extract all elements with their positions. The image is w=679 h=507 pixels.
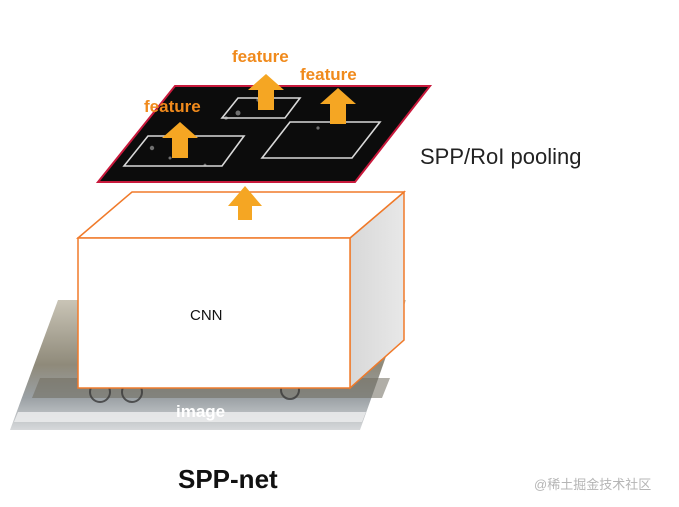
roi-window-top <box>220 97 302 119</box>
arrow-up-icon <box>228 186 262 220</box>
cnn-label: CNN <box>190 307 223 324</box>
image-label: image <box>176 402 226 421</box>
roi-window-left <box>122 135 246 167</box>
arrow-up-icon <box>320 88 356 124</box>
diagram-title: SPP-net <box>178 464 278 494</box>
roi-window-right <box>260 121 382 159</box>
spp-roi-pooling-label: SPP/RoI pooling <box>420 144 582 169</box>
watermark: @稀土掘金技术社区 <box>534 477 652 492</box>
feature-label-right: feature <box>300 65 357 84</box>
arrows <box>162 74 356 220</box>
arrow-up-icon <box>248 74 284 110</box>
arrow-up-icon <box>162 122 198 158</box>
cnn-box <box>75 190 407 390</box>
feature-label-top: feature <box>232 47 289 66</box>
roi-windows <box>122 97 382 167</box>
feature-label-left: feature <box>144 97 201 116</box>
